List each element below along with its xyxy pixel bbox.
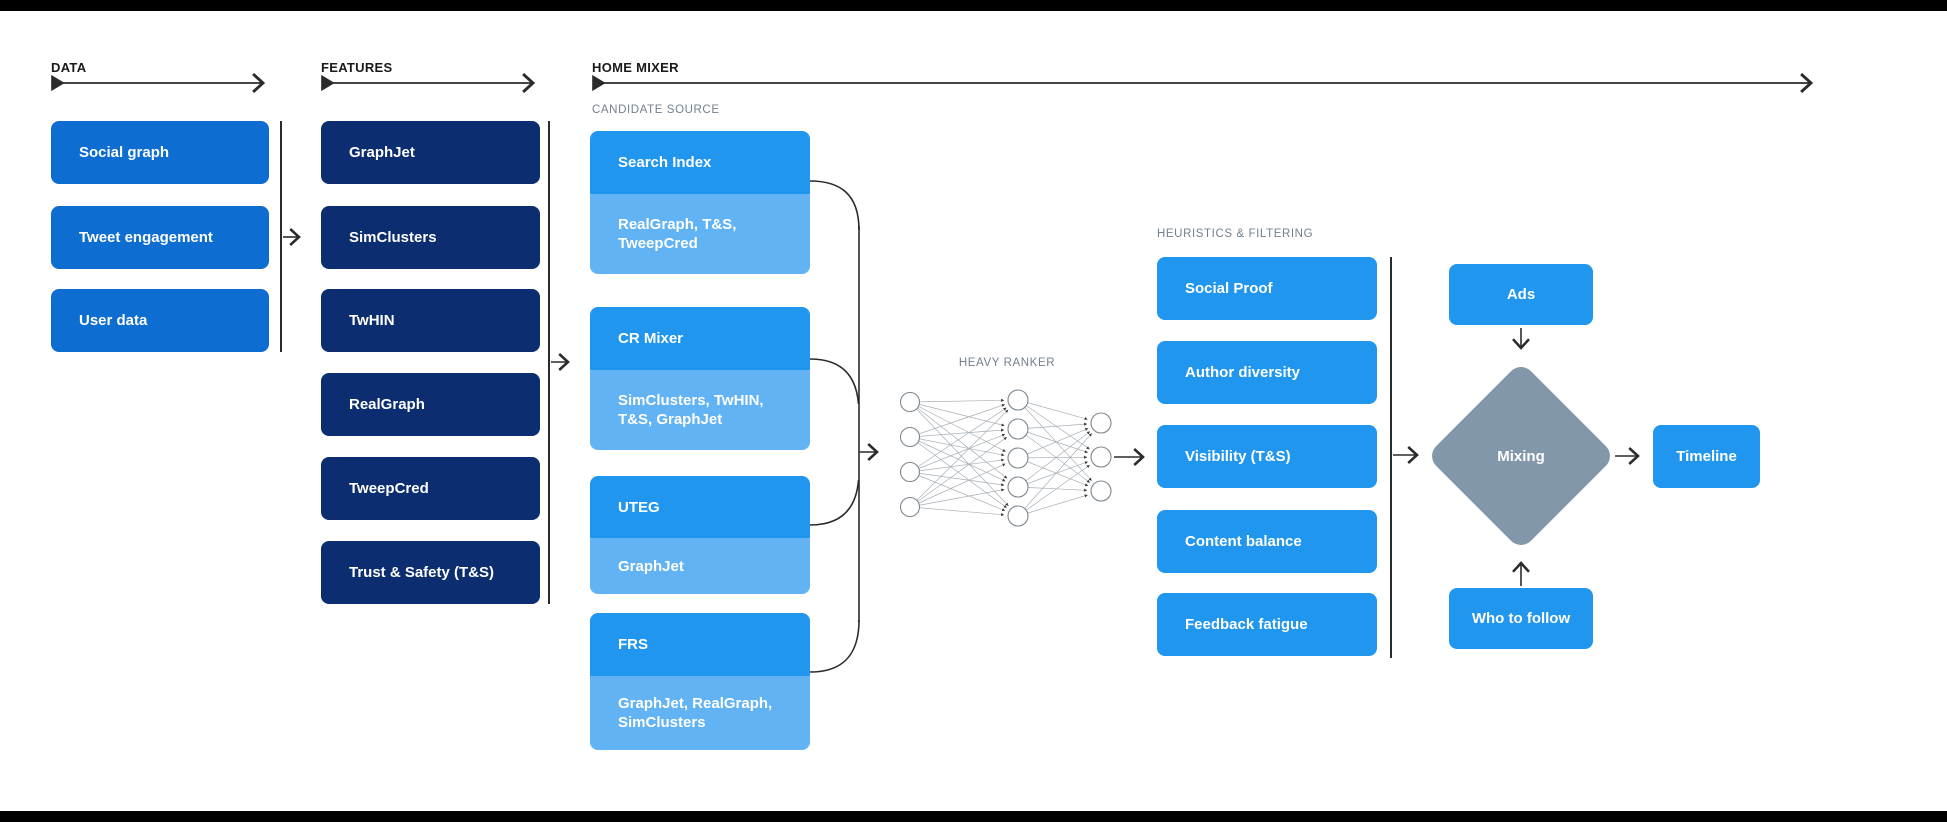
features-section-title: FEATURES xyxy=(321,60,393,75)
box-label: GraphJet xyxy=(618,557,684,575)
data-section-title: DATA xyxy=(51,60,87,75)
box-label: User data xyxy=(79,312,148,329)
uteg-connector xyxy=(809,479,860,526)
box-label: CR Mixer xyxy=(618,330,684,347)
box-label: Visibility (T&S) xyxy=(1185,448,1291,465)
box-label: Social graph xyxy=(79,144,170,161)
box-label: FRS xyxy=(618,636,648,653)
candidate-group-uteg: UTEG GraphJet xyxy=(590,476,810,594)
candidate-main: UTEG xyxy=(590,476,810,538)
box-label: Author diversity xyxy=(1185,364,1301,381)
box-label: TwHIN xyxy=(349,312,395,329)
box-label: UTEG xyxy=(618,498,660,516)
features-box-simclusters: SimClusters xyxy=(321,206,540,269)
heavy-ranker-label: HEAVY RANKER xyxy=(958,357,1056,369)
timeline-box: Timeline xyxy=(1653,425,1760,488)
box-label: Content balance xyxy=(1185,533,1302,550)
box-label: SimClusters, TwHIN, T&S, GraphJet xyxy=(618,392,764,428)
features-box-twhin: TwHIN xyxy=(321,289,540,352)
box-label: RealGraph, T&S, TweepCred xyxy=(618,216,737,252)
box-label: TweepCred xyxy=(349,480,429,497)
candidate-sources: SimClusters, TwHIN, T&S, GraphJet xyxy=(590,370,810,450)
who-to-follow-box: Who to follow xyxy=(1449,588,1593,649)
neural-network xyxy=(899,389,1112,527)
heuristics-filtering-label: HEURISTICS & FILTERING xyxy=(1157,228,1314,240)
heuristics-box-feedback-fatigue: Feedback fatigue xyxy=(1157,593,1377,656)
box-label: Tweet engagement xyxy=(79,229,213,246)
mixing-diamond-label: Mixing xyxy=(1497,447,1545,465)
candidate-source-label: CANDIDATE SOURCE xyxy=(592,104,720,116)
heuristics-box-content-balance: Content balance xyxy=(1157,510,1377,573)
candidate-sources: RealGraph, T&S, TweepCred xyxy=(590,194,810,274)
ads-box: Ads xyxy=(1449,264,1593,325)
heuristics-box-visibility: Visibility (T&S) xyxy=(1157,425,1377,488)
frs-connector xyxy=(809,619,860,673)
data-box-user-data: User data xyxy=(51,289,269,352)
box-label: Who to follow xyxy=(1471,610,1571,627)
features-box-graphjet: GraphJet xyxy=(321,121,540,184)
data-box-social-graph: Social graph xyxy=(51,121,269,184)
box-label: Ads xyxy=(1506,286,1536,303)
features-box-realgraph: RealGraph xyxy=(321,373,540,436)
candidate-main: Search Index xyxy=(590,131,810,194)
box-label: Social Proof xyxy=(1185,280,1273,297)
box-label: Search Index xyxy=(618,154,712,171)
candidate-group-frs: FRS GraphJet, RealGraph, SimClusters xyxy=(590,613,810,750)
box-label: RealGraph xyxy=(349,396,425,413)
box-label: Trust & Safety (T&S) xyxy=(349,564,495,581)
features-box-tweepcred: TweepCred xyxy=(321,457,540,520)
box-label: SimClusters xyxy=(349,229,437,246)
cr-mixer-connector xyxy=(809,358,860,405)
top-black-bar xyxy=(0,0,1947,11)
candidate-group-cr-mixer: CR Mixer SimClusters, TwHIN, T&S, GraphJ… xyxy=(590,307,810,450)
candidate-sources: GraphJet xyxy=(590,538,810,594)
box-label: Feedback fatigue xyxy=(1185,616,1308,633)
box-label: Timeline xyxy=(1676,448,1737,465)
heuristics-box-author-diversity: Author diversity xyxy=(1157,341,1377,404)
heuristics-box-social-proof: Social Proof xyxy=(1157,257,1377,320)
candidate-main: CR Mixer xyxy=(590,307,810,370)
candidate-sources: GraphJet, RealGraph, SimClusters xyxy=(590,676,810,750)
candidate-group-search-index: Search Index RealGraph, T&S, TweepCred xyxy=(590,131,810,274)
bottom-black-bar xyxy=(0,811,1947,822)
candidate-main: FRS xyxy=(590,613,810,676)
home-mixer-section-title: HOME MIXER xyxy=(592,60,679,75)
box-label: GraphJet xyxy=(349,144,415,161)
data-box-tweet-engagement: Tweet engagement xyxy=(51,206,269,269)
search-index-connector xyxy=(809,180,860,231)
box-label: GraphJet, RealGraph, SimClusters xyxy=(618,695,773,731)
features-box-trust-safety: Trust & Safety (T&S) xyxy=(321,541,540,604)
